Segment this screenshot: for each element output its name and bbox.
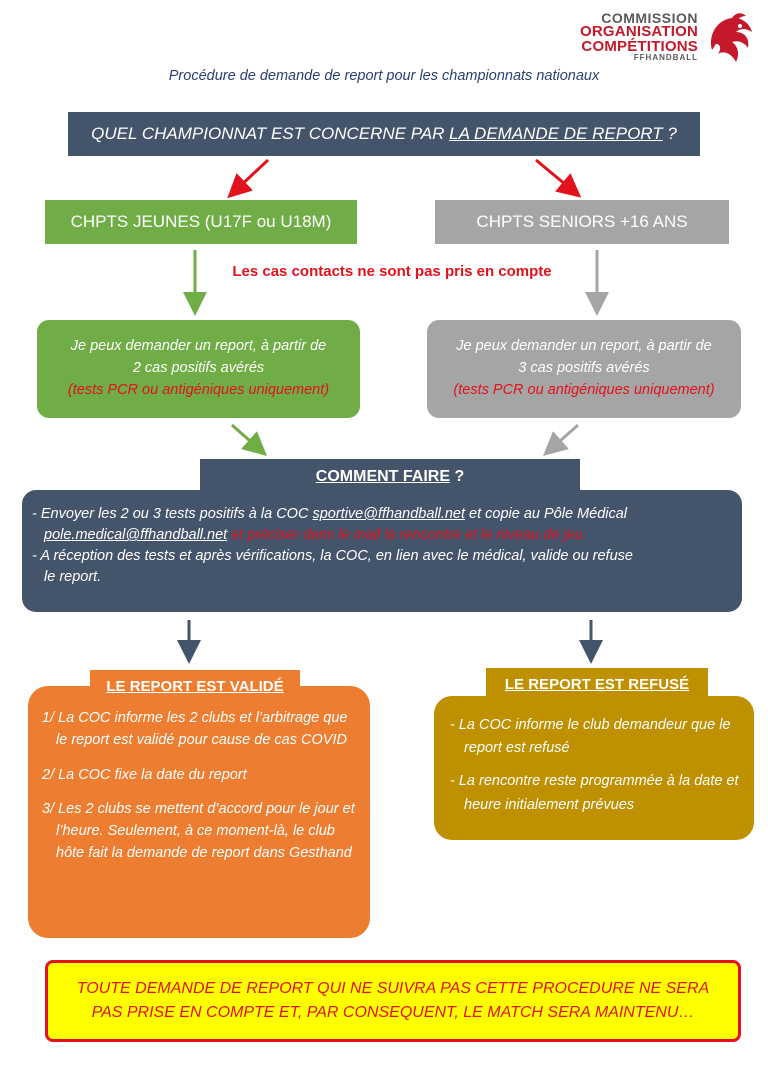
coc-logo-text: COMMISSION ORGANISATION COMPÉTITIONS FFH…	[580, 10, 698, 62]
jeunes-header: CHPTS JEUNES (U17F ou U18M)	[45, 200, 357, 244]
refuse-box: - La COC informe le club demandeur que l…	[434, 696, 754, 840]
question-prefix: QUEL CHAMPIONNAT EST CONCERNE PAR	[91, 124, 450, 143]
coc-email-link[interactable]: sportive@ffhandball.net	[312, 506, 466, 522]
refuse-title-text: LE REPORT EST REFUSÉ	[504, 675, 690, 693]
valide-box: 1/ La COC informe les 2 clubs et l’arbit…	[28, 686, 370, 938]
jeunes-line-2: 2 cas positifs avérés	[132, 360, 265, 377]
jeunes-line-1: Je peux demander un report, à partir de	[70, 338, 327, 355]
valide-title: LE REPORT EST VALIDÉ	[90, 670, 300, 702]
jeunes-line-3: (tests PCR ou antigéniques uniquement)	[67, 381, 330, 398]
valide-item-3: 3/ Les 2 clubs se mettent d’accord pour …	[42, 801, 355, 861]
valide-title-text: LE REPORT EST VALIDÉ	[106, 677, 284, 695]
arrow-seniors-to-comment	[543, 423, 579, 456]
rooster-icon	[710, 13, 752, 63]
cf-line-2: pole.medical@ffhandball.net et préciser …	[32, 525, 724, 546]
logo-line-3: COMPÉTITIONS	[581, 37, 698, 55]
refuse-item-1: - La COC informe le club demandeur que l…	[450, 717, 731, 757]
refuse-title: LE REPORT EST REFUSÉ	[486, 668, 708, 700]
arrow-to-seniors	[535, 158, 582, 198]
valide-item-2: 2/ La COC fixe la date du report	[42, 766, 247, 783]
cf-line-4: le report.	[44, 569, 102, 586]
seniors-header: CHPTS SENIORS +16 ANS	[435, 200, 729, 244]
page-subtitle: Procédure de demande de report pour les …	[168, 68, 600, 84]
question-underlined: LA DEMANDE DE REPORT	[449, 124, 663, 143]
cf-title-text: COMMENT FAIRE	[315, 468, 450, 485]
question-box: QUEL CHAMPIONNAT EST CONCERNE PAR LA DEM…	[68, 112, 700, 156]
valide-item-1: 1/ La COC informe les 2 clubs et l’arbit…	[42, 710, 348, 748]
comment-faire-box: - Envoyer les 2 ou 3 tests positifs à la…	[22, 490, 742, 612]
seniors-line-1: Je peux demander un report, à partir de	[456, 338, 712, 355]
logo-line-1: COMMISSION	[601, 10, 698, 26]
seniors-line-3: (tests PCR ou antigéniques uniquement)	[453, 381, 715, 398]
cf-line-1: - Envoyer les 2 ou 3 tests positifs à la…	[32, 504, 724, 525]
medical-email-link[interactable]: pole.medical@ffhandball.net	[44, 527, 228, 544]
warning-box: TOUTE DEMANDE DE REPORT QUI NE SUIVRA PA…	[45, 960, 741, 1042]
cf-l1-prefix: - Envoyer les 2 ou 3 tests positifs à la…	[32, 506, 313, 522]
logo-line-2: ORGANISATION	[580, 23, 698, 41]
arrow-jeunes-to-comment	[231, 423, 267, 456]
warning-text: TOUTE DEMANDE DE REPORT QUI NE SUIVRA PA…	[76, 980, 710, 1021]
seniors-line-2: 3 cas positifs avérés	[518, 360, 650, 377]
cf-l1-suffix: et copie au Pôle Médical	[465, 506, 628, 522]
contacts-note: Les cas contacts ne sont pas pris en com…	[232, 263, 552, 280]
cf-l2-red: et préciser dans le mail la rencontre et…	[227, 527, 583, 544]
jeunes-condition-box: Je peux demander un report, à partir de …	[37, 320, 360, 418]
cf-title-suffix: ?	[450, 468, 465, 485]
logo-line-4: FFHANDBALL	[633, 52, 698, 62]
cf-line-3: - A réception des tests et après vérific…	[32, 548, 633, 565]
refuse-item-2: - La rencontre reste programmée à la dat…	[450, 773, 739, 813]
question-suffix: ?	[662, 124, 677, 143]
comment-faire-title: COMMENT FAIRE ?	[200, 459, 580, 495]
arrow-to-jeunes	[227, 158, 270, 199]
seniors-condition-box: Je peux demander un report, à partir de …	[427, 320, 741, 418]
